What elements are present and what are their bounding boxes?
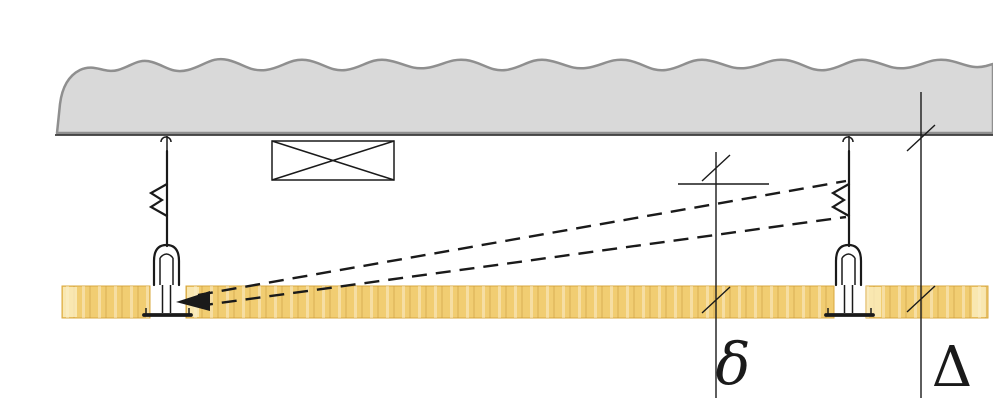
delta-small-label: δ <box>716 330 751 398</box>
board-edge-highlight-4 <box>972 287 986 317</box>
board-grain-middle <box>186 286 834 318</box>
deflection-indication <box>176 179 847 311</box>
delta-small-dimension: δ <box>678 152 769 398</box>
delta-large-tick-bottom <box>906 285 936 313</box>
delta-large-tick-top <box>906 124 936 152</box>
delta-large-label: Δ <box>932 335 972 400</box>
concrete-slab <box>55 57 993 135</box>
board-edge-highlight-1 <box>63 287 77 317</box>
crossed-box-diagonal-2 <box>271 140 395 181</box>
deflection-dashed-upper <box>197 179 847 297</box>
board-grain-right <box>866 286 988 318</box>
delta-small-tick-top <box>701 154 731 182</box>
deflection-dashed-lower <box>197 215 847 308</box>
delta-large-dimension: Δ <box>906 92 972 400</box>
crossed-box-symbol <box>271 140 395 181</box>
delta-small-tick-bottom <box>701 286 731 314</box>
board-edge-highlight-3 <box>867 287 881 317</box>
left-hanger <box>142 134 193 317</box>
